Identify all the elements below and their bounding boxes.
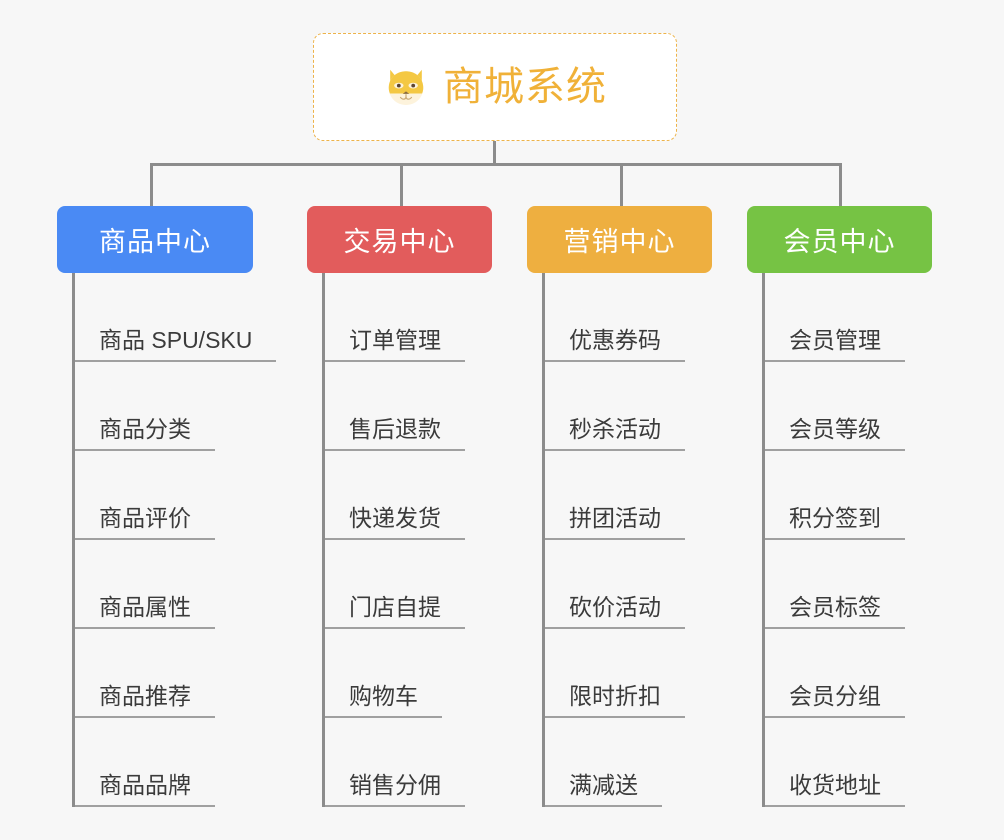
leaf-label: 优惠券码 bbox=[545, 327, 685, 362]
branch-column-trade: 交易中心 订单管理 售后退款 快递发货 门店自提 购物车 销售分佣 bbox=[307, 206, 492, 807]
leaf-label: 商品品牌 bbox=[75, 772, 215, 807]
list-item[interactable]: 优惠券码 bbox=[545, 273, 712, 362]
list-item[interactable]: 限时折扣 bbox=[545, 629, 712, 718]
list-item[interactable]: 快递发货 bbox=[325, 451, 492, 540]
leaf-label: 售后退款 bbox=[325, 416, 465, 451]
list-item[interactable]: 拼团活动 bbox=[545, 451, 712, 540]
leaf-label: 会员等级 bbox=[765, 416, 905, 451]
category-header-trade[interactable]: 交易中心 bbox=[307, 206, 492, 273]
category-label: 交易中心 bbox=[343, 227, 456, 257]
list-item[interactable]: 满减送 bbox=[545, 718, 712, 807]
list-item[interactable]: 会员分组 bbox=[765, 629, 932, 718]
connector-drop-1 bbox=[150, 163, 153, 208]
leaf-label: 销售分佣 bbox=[325, 772, 465, 807]
leaf-label: 商品 SPU/SKU bbox=[75, 327, 277, 362]
connector-root-stem bbox=[493, 141, 496, 165]
leaf-label: 积分签到 bbox=[765, 505, 905, 540]
list-item[interactable]: 砍价活动 bbox=[545, 540, 712, 629]
leaf-list-marketing: 优惠券码 秒杀活动 拼团活动 砍价活动 限时折扣 满减送 bbox=[542, 273, 712, 807]
leaf-label: 满减送 bbox=[545, 772, 662, 807]
list-item[interactable]: 秒杀活动 bbox=[545, 362, 712, 451]
root-title: 商城系统 bbox=[443, 65, 607, 109]
connector-drop-3 bbox=[620, 163, 623, 208]
connector-drop-4 bbox=[839, 163, 842, 208]
leaf-label: 商品分类 bbox=[75, 416, 215, 451]
category-header-marketing[interactable]: 营销中心 bbox=[527, 206, 712, 273]
list-item[interactable]: 购物车 bbox=[325, 629, 492, 718]
list-item[interactable]: 订单管理 bbox=[325, 273, 492, 362]
list-item[interactable]: 商品推荐 bbox=[75, 629, 253, 718]
list-item[interactable]: 商品品牌 bbox=[75, 718, 253, 807]
branch-column-marketing: 营销中心 优惠券码 秒杀活动 拼团活动 砍价活动 限时折扣 满减送 bbox=[527, 206, 712, 807]
list-item[interactable]: 会员管理 bbox=[765, 273, 932, 362]
shiba-dog-face-icon bbox=[388, 69, 424, 105]
leaf-label: 购物车 bbox=[325, 683, 442, 718]
category-label: 商品中心 bbox=[99, 227, 211, 257]
connector-horizontal-bus bbox=[150, 163, 842, 166]
leaf-list-member: 会员管理 会员等级 积分签到 会员标签 会员分组 收货地址 bbox=[762, 273, 932, 807]
leaf-label: 砍价活动 bbox=[545, 594, 685, 629]
leaf-label: 门店自提 bbox=[325, 594, 465, 629]
leaf-label: 商品属性 bbox=[75, 594, 215, 629]
list-item[interactable]: 商品评价 bbox=[75, 451, 253, 540]
list-item[interactable]: 商品分类 bbox=[75, 362, 253, 451]
leaf-label: 会员管理 bbox=[765, 327, 905, 362]
list-item[interactable]: 会员等级 bbox=[765, 362, 932, 451]
leaf-label: 商品推荐 bbox=[75, 683, 215, 718]
list-item[interactable]: 销售分佣 bbox=[325, 718, 492, 807]
leaf-label: 限时折扣 bbox=[545, 683, 685, 718]
list-item[interactable]: 商品属性 bbox=[75, 540, 253, 629]
leaf-list-trade: 订单管理 售后退款 快递发货 门店自提 购物车 销售分佣 bbox=[322, 273, 492, 807]
connector-drop-2 bbox=[400, 163, 403, 208]
branch-column-product: 商品中心 商品 SPU/SKU 商品分类 商品评价 商品属性 商品推荐 商品品牌 bbox=[57, 206, 277, 807]
leaf-list-product: 商品 SPU/SKU 商品分类 商品评价 商品属性 商品推荐 商品品牌 bbox=[72, 273, 277, 807]
leaf-label: 收货地址 bbox=[765, 772, 905, 807]
list-item[interactable]: 积分签到 bbox=[765, 451, 932, 540]
leaf-label: 秒杀活动 bbox=[545, 416, 685, 451]
list-item[interactable]: 商品 SPU/SKU bbox=[75, 273, 277, 362]
category-label: 会员中心 bbox=[783, 227, 896, 257]
leaf-label: 商品评价 bbox=[75, 505, 215, 540]
branch-column-member: 会员中心 会员管理 会员等级 积分签到 会员标签 会员分组 收货地址 bbox=[747, 206, 932, 807]
category-header-member[interactable]: 会员中心 bbox=[747, 206, 932, 273]
list-item[interactable]: 售后退款 bbox=[325, 362, 492, 451]
leaf-label: 订单管理 bbox=[325, 327, 465, 362]
category-label: 营销中心 bbox=[563, 227, 676, 257]
list-item[interactable]: 会员标签 bbox=[765, 540, 932, 629]
list-item[interactable]: 收货地址 bbox=[765, 718, 932, 807]
root-node[interactable]: 商城系统 bbox=[313, 33, 677, 141]
category-header-product[interactable]: 商品中心 bbox=[57, 206, 253, 273]
leaf-label: 拼团活动 bbox=[545, 505, 685, 540]
leaf-label: 会员标签 bbox=[765, 594, 905, 629]
leaf-label: 会员分组 bbox=[765, 683, 905, 718]
list-item[interactable]: 门店自提 bbox=[325, 540, 492, 629]
leaf-label: 快递发货 bbox=[325, 505, 465, 540]
